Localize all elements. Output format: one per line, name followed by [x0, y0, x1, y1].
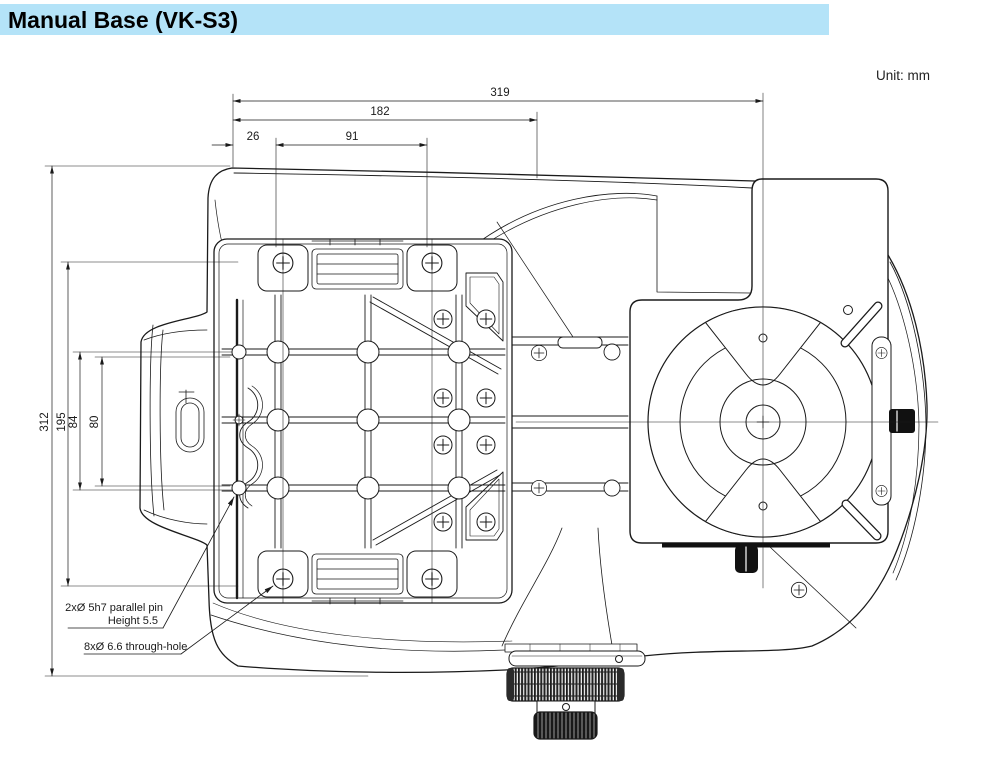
- dimension-312: 312: [39, 165, 55, 677]
- dimension-91: 91: [275, 131, 428, 148]
- coarse-knob: [506, 667, 625, 702]
- stage-lock-knob: [735, 545, 758, 573]
- svg-text:84: 84: [68, 415, 80, 428]
- xy-stage-knob-assembly: [504, 643, 646, 740]
- parallel-pins: [231, 344, 247, 496]
- central-mounting-plate: [213, 238, 513, 605]
- dimension-182: 182: [232, 106, 538, 123]
- rotary-stage-assembly: [629, 178, 915, 599]
- dimension-26: 26: [211, 131, 260, 148]
- stage-clamp-levers: [840, 301, 883, 541]
- dimension-84: 84: [68, 351, 83, 491]
- svg-text:312: 312: [39, 412, 51, 431]
- svg-text:80: 80: [89, 416, 101, 429]
- section-title-bar: Manual Base (VK-S3): [0, 4, 829, 35]
- svg-text:2xØ 5h7 parallel pin: 2xØ 5h7 parallel pin: [65, 602, 163, 614]
- fine-knob: [533, 711, 598, 740]
- side-black-knob: [889, 409, 915, 433]
- unit-label: Unit: mm: [876, 68, 930, 83]
- page-title: Manual Base (VK-S3): [8, 7, 239, 33]
- clamp-capsule: [175, 397, 205, 453]
- plate-slots: [311, 238, 404, 605]
- clamp-bar: [871, 336, 892, 506]
- dimension-319: 319: [232, 87, 764, 104]
- svg-text:26: 26: [247, 131, 260, 143]
- svg-text:319: 319: [490, 87, 509, 99]
- left-clamp-bump: [143, 324, 208, 525]
- svg-text:8xØ 6.6 through-hole: 8xØ 6.6 through-hole: [84, 641, 187, 653]
- svg-text:195: 195: [56, 412, 68, 431]
- svg-text:91: 91: [346, 131, 359, 143]
- svg-text:182: 182: [370, 106, 389, 118]
- fine-lever: [508, 650, 646, 667]
- parallel-pin-note: 2xØ 5h7 parallel pin Height 5.5: [65, 496, 235, 629]
- through-holes: [266, 340, 471, 500]
- svg-text:Height 5.5: Height 5.5: [108, 615, 158, 627]
- through-hole-note: 8xØ 6.6 through-hole: [83, 585, 274, 655]
- rib-pockets: [465, 272, 504, 541]
- dimension-195: 195: [56, 261, 71, 587]
- dimension-80: 80: [89, 356, 105, 487]
- leader-annotations: 2xØ 5h7 parallel pin Height 5.5 8xØ 6.6 …: [65, 496, 274, 655]
- dovetail-rails: [511, 336, 629, 497]
- dimensions: 319 182 26 91 312 195: [39, 87, 764, 677]
- centerlines: [282, 92, 939, 604]
